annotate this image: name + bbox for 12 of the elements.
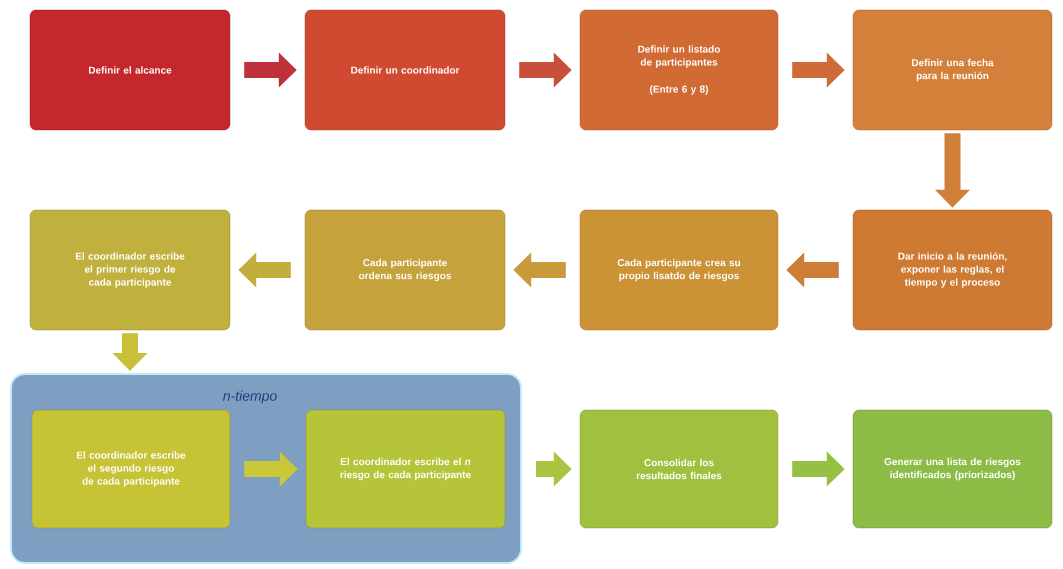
process-box: Cada participante ordena sus riesgos — [304, 209, 506, 331]
process-box: Definir una fecha para la reunión — [852, 9, 1053, 131]
process-box: Generar una lista de riesgos identificados (priorizados) — [852, 409, 1053, 529]
process-box: El coordinador escribe el primer riesgo de cada participante — [29, 209, 231, 331]
process-box: Definir un listado de participantes (Entre 6 y 8) — [579, 9, 779, 131]
process-box: Consolidar los resultados finales — [579, 409, 779, 529]
process-box: Definir un coordinador — [304, 9, 506, 131]
process-box: El coordinador escribe el n riesgo de cada participante — [305, 409, 506, 529]
process-box: Dar inicio a la reunión, exponer las reglas, el tiempo y el proceso — [852, 209, 1053, 331]
process-box: El coordinador escribe el segundo riesgo de cada participante — [31, 409, 231, 529]
process-box: Cada participante crea su propio lisatdo de riesgos — [579, 209, 779, 331]
process-box: Definir el alcance — [29, 9, 231, 131]
